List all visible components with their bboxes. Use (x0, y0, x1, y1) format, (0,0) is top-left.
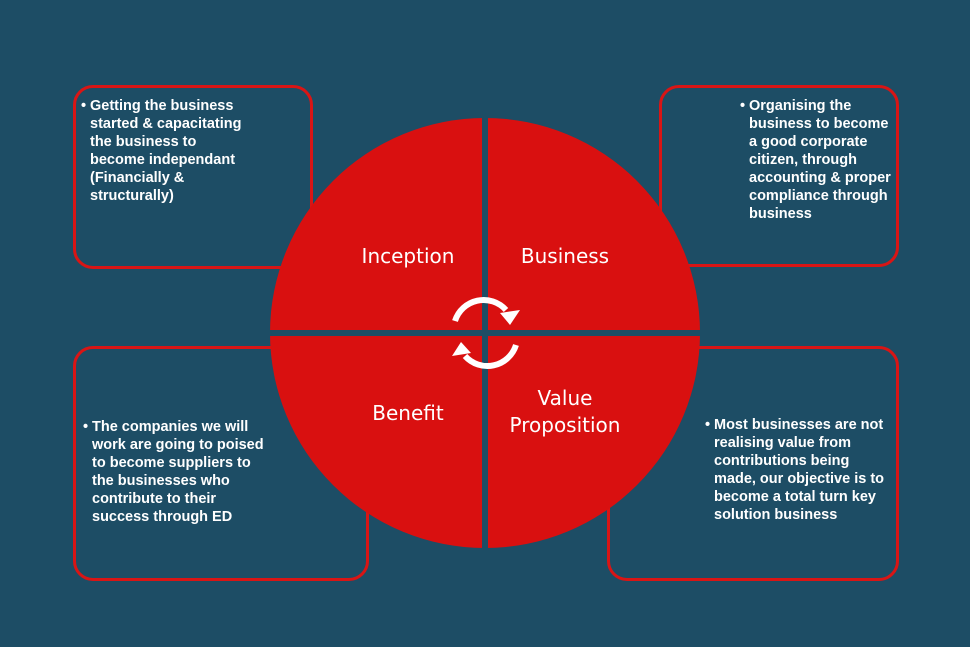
value-proposition-label: Value Proposition (509, 386, 621, 437)
inception-label: Inception (361, 244, 455, 268)
value-proposition-description: •Most businesses are not realising value… (705, 417, 885, 523)
benefit-description: •The companies we will work are going to… (83, 419, 264, 525)
business-description: •Organising the business to become a goo… (740, 98, 891, 222)
quadrant-business (488, 118, 700, 330)
inception-description: •Getting the business started & capacita… (81, 98, 242, 204)
quadrant-benefit (270, 336, 482, 548)
benefit-label: Benefit (372, 401, 444, 425)
inception-box (73, 85, 313, 269)
business-box (659, 85, 899, 267)
quadrant-inception (270, 118, 482, 330)
quadrant-value-proposition (488, 336, 700, 548)
cycle-arrows-icon (452, 297, 520, 369)
business-label: Business (520, 244, 610, 268)
